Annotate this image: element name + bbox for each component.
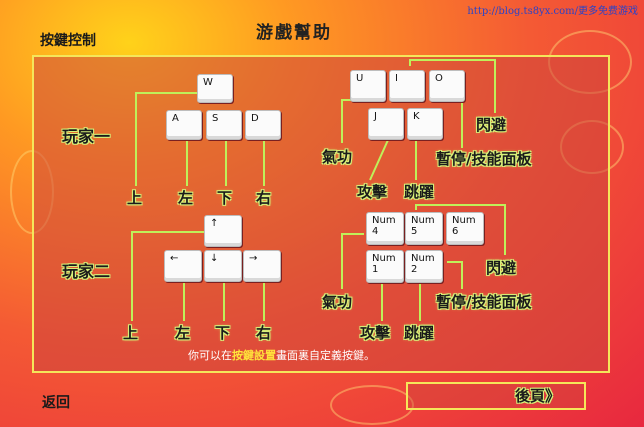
label-dodge: 閃避 (476, 116, 507, 134)
key-o: O (429, 70, 465, 102)
label-left: 左 (178, 189, 194, 207)
watermark-url: http://blog.ts8yx.com/更多免费游戏 (467, 6, 638, 17)
key-a: A (166, 110, 202, 140)
key-num2: Num 2 (405, 250, 443, 283)
label-attack: 攻擊 (360, 324, 391, 342)
label-attack: 攻擊 (357, 183, 388, 201)
key-i: I (389, 70, 425, 102)
next-page-button[interactable]: 後頁》 (515, 387, 561, 405)
note-text-before: 你可以在 (188, 349, 232, 362)
label-qigong: 氣功 (322, 293, 353, 311)
label-pause: 暫停/技能面板 (436, 293, 532, 311)
label-right: 右 (256, 189, 272, 207)
key-num4: Num 4 (366, 212, 404, 245)
note-text-after: 畫面裏自定義按鍵。 (276, 349, 375, 362)
label-jump: 跳躍 (404, 324, 435, 342)
key-arrow-right: → (243, 250, 281, 282)
back-button[interactable]: 返回 (42, 395, 70, 411)
key-settings-link[interactable]: 按鍵設置 (232, 349, 276, 362)
label-jump: 跳躍 (404, 183, 435, 201)
label-up: 上 (127, 189, 143, 207)
label-dodge: 閃避 (486, 259, 517, 277)
section-label: 按鍵控制 (40, 33, 96, 49)
key-s: S (206, 110, 242, 140)
key-u: U (350, 70, 386, 102)
key-j: J (368, 108, 404, 140)
key-arrow-up: ↑ (204, 215, 242, 247)
page-title: 游戲幫助 (256, 23, 332, 43)
key-num5: Num 5 (405, 212, 443, 245)
key-k: K (407, 108, 443, 140)
label-qigong: 氣功 (322, 148, 353, 166)
label-up: 上 (123, 324, 139, 342)
player1-label: 玩家一 (62, 127, 111, 146)
label-down: 下 (215, 324, 231, 342)
label-pause: 暫停/技能面板 (436, 150, 532, 168)
key-d: D (245, 110, 281, 140)
label-down: 下 (217, 189, 233, 207)
key-arrow-down: ↓ (204, 250, 242, 282)
label-left: 左 (175, 324, 191, 342)
key-num6: Num 6 (446, 212, 484, 245)
player2-label: 玩家二 (62, 262, 111, 281)
key-num1: Num 1 (366, 250, 404, 283)
customize-note: 你可以在按鍵設置畫面裏自定義按鍵。 (188, 347, 375, 363)
key-w: W (197, 74, 233, 103)
help-panel (32, 55, 610, 373)
key-arrow-left: ← (164, 250, 202, 282)
bg-swirl (330, 385, 414, 425)
label-right: 右 (256, 324, 272, 342)
next-page-box (406, 382, 586, 410)
